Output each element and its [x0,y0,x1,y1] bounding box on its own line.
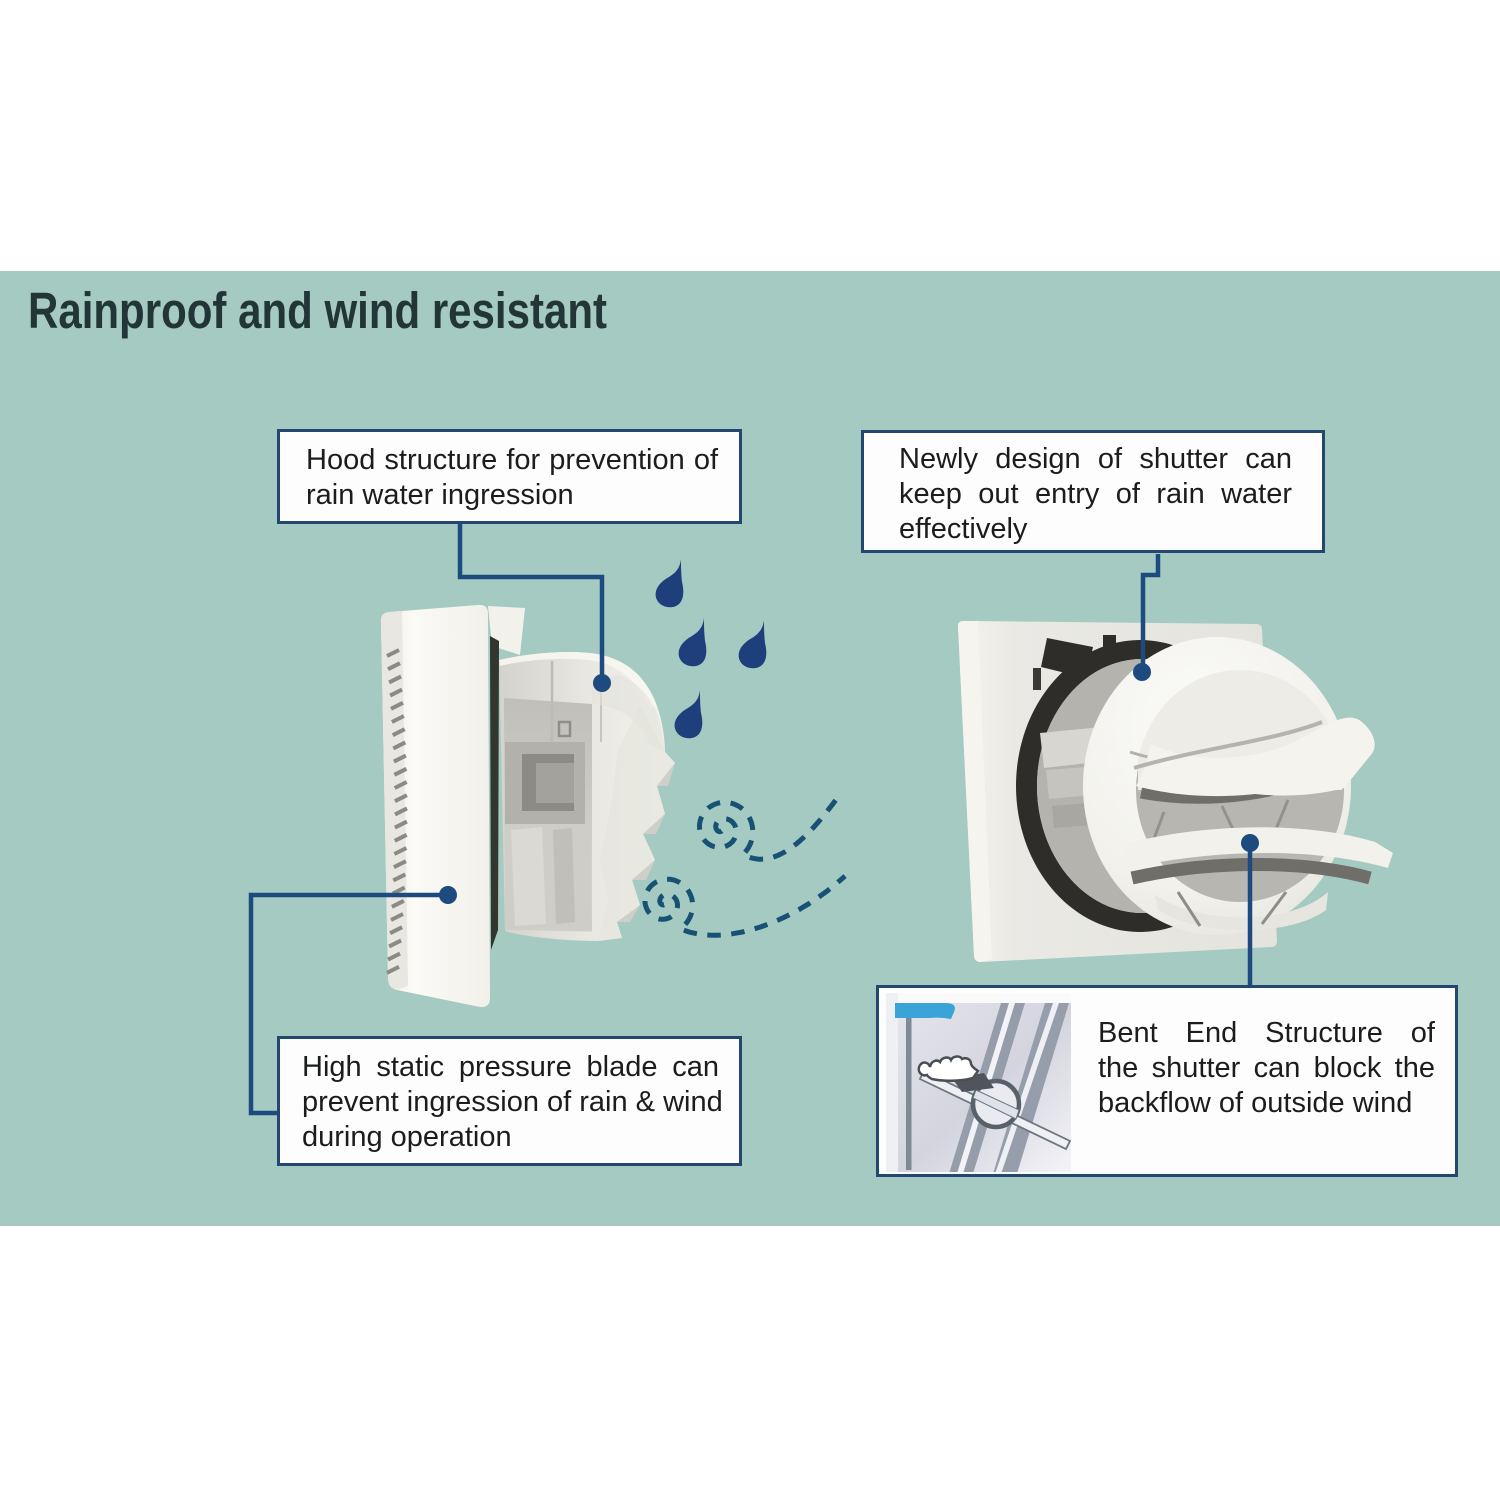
svg-text:Rainproof and wind resistant: Rainproof and wind resistant [28,282,607,339]
